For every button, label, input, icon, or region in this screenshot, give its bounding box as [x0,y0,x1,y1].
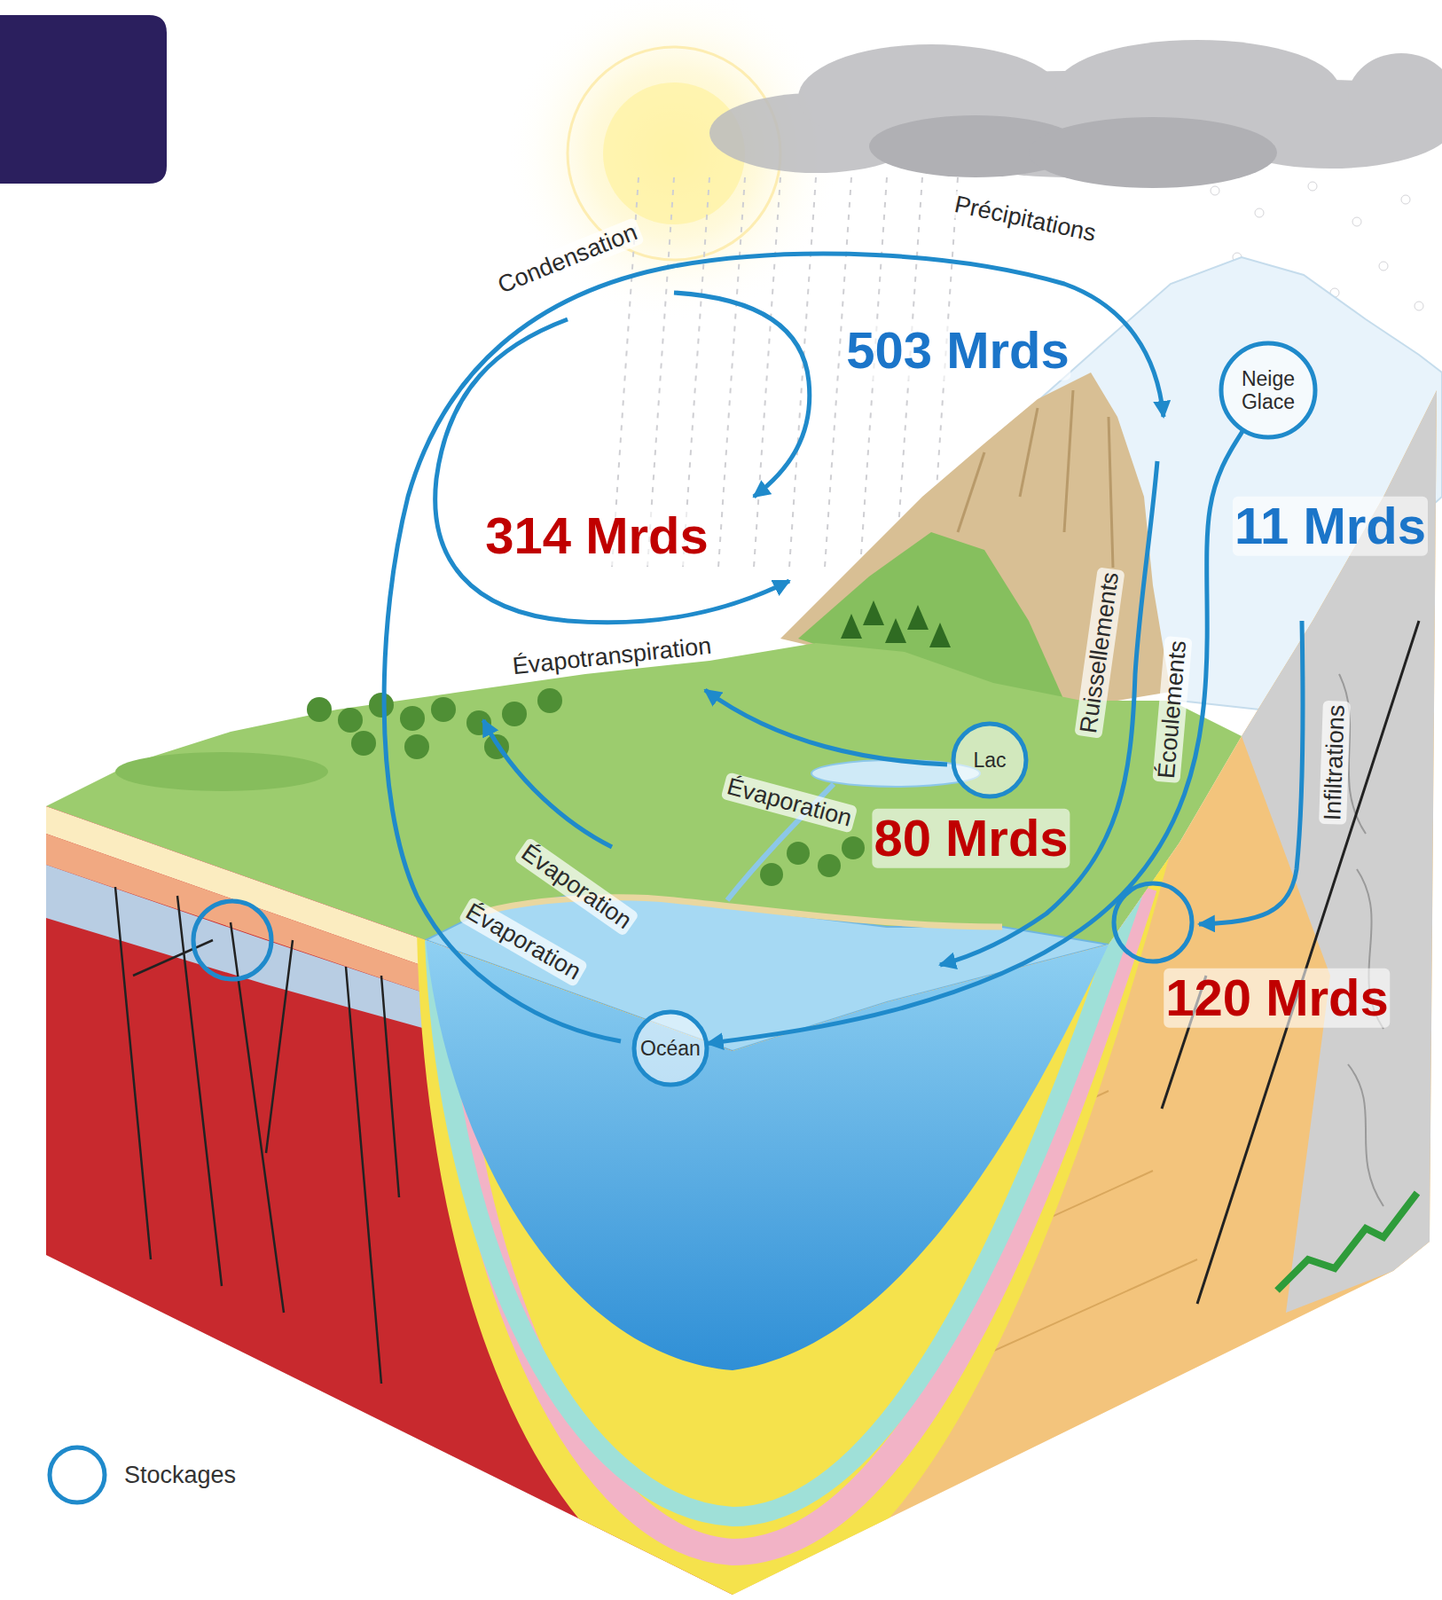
snowflakes [1352,217,1362,227]
process-label: Évaporation [721,771,859,833]
snowflakes [1401,195,1411,204]
snowflakes [1414,301,1424,311]
flow-arrow [435,319,790,623]
process-label: Évaporation [457,896,588,988]
sun [603,82,745,225]
volume-number: 314 Mrds [483,506,710,566]
circle-ring [953,723,1027,797]
storage-ring [1113,883,1192,962]
trees [399,705,425,731]
storage-circle: Neige Glace [1218,340,1318,440]
rock-layers [416,390,1437,1600]
left-layers [46,864,426,1029]
conifers [907,604,929,630]
trees [841,836,865,860]
storage-name: Lac [972,748,1006,772]
storage-circle: Océan [631,1009,710,1088]
trees [306,697,332,722]
volume-number: 11 Mrds [1232,496,1428,557]
legend-symbol [46,1443,109,1506]
volume-number: 503 Mrds [844,321,1071,381]
snowflakes [1379,261,1388,271]
storage-name: Neige Glace [1230,367,1306,415]
conifers [885,618,907,643]
clouds [709,39,1442,189]
storage-name: Océan [640,1036,701,1060]
process-label: Ruissellements [1073,566,1125,739]
circle-text-group: Neige Glace [1230,367,1306,415]
process-label: Infiltrations [1318,700,1351,825]
flow-arrow [673,292,810,497]
meadow [115,752,329,792]
trees [368,692,394,718]
process-label: Évapotranspiration [507,631,716,681]
process-label: Condensation [490,217,645,301]
storage-ring [193,901,272,980]
process-label: Précipitations [948,189,1103,249]
clouds [1028,117,1278,189]
flow-arrow [384,253,1303,1042]
storage-circle: Lac [950,721,1029,800]
storage-ring [193,883,1192,980]
trees [817,854,841,878]
flow-arrow [705,689,948,765]
circle-text-group: Océan [640,1036,701,1060]
flow-label: Écoulements [1152,635,1192,784]
rock-layers [425,940,1109,1371]
trees [431,697,456,722]
beach [478,897,1003,927]
circle-ring [634,1011,707,1085]
rock-layers [416,851,1171,1600]
circle-ring [1221,343,1316,438]
trees [404,734,430,760]
trees [351,730,377,756]
conifers [840,600,951,648]
trees [760,862,784,886]
volume-number: 80 Mrds [871,808,1070,869]
conifers [840,613,863,639]
snowflakes [1210,186,1220,196]
left-layers [115,886,400,1384]
flow-arrow [707,431,1244,1044]
trees [337,707,363,733]
flow-arrow [483,720,612,847]
clouds [1347,53,1442,142]
conifers [862,600,885,626]
circle-text-group: Lac [972,748,1006,772]
snowflakes [1254,208,1264,218]
trees [501,701,527,727]
flow-arrow [384,253,1164,1042]
legend-ring [49,1447,105,1503]
flow-arrow [1199,620,1303,925]
conifers [929,622,951,648]
rock-layers [1277,1192,1418,1291]
volume-number: 120 Mrds [1163,968,1390,1028]
legend-text: Stockages [124,1461,236,1490]
mountains [957,390,1113,568]
legend-item: Stockages [46,1443,236,1506]
trees [537,688,563,714]
trees [786,841,810,865]
process-label: Évaporation [513,837,640,938]
title-block [0,15,167,184]
snowflakes [1308,181,1317,191]
